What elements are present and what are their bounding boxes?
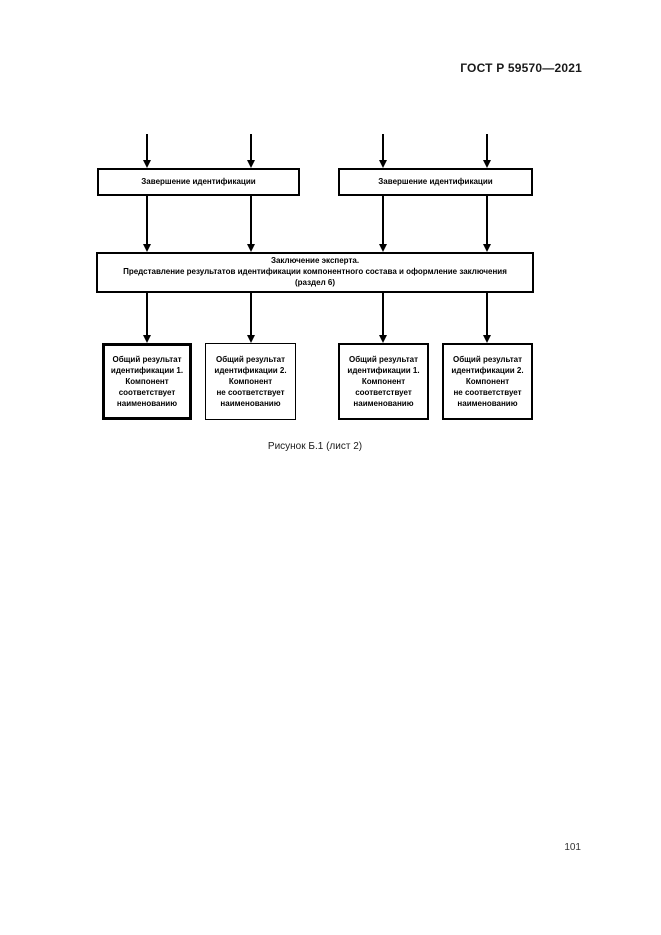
arrow-down-icon (486, 196, 488, 244)
flow-box-completion-left: Завершение идентификации (97, 168, 300, 196)
flow-box-label: Завершение идентификации (378, 176, 493, 186)
flow-box-label: Общий результат идентификации 2. Компоне… (214, 354, 287, 409)
flow-box-label: Общий результат идентификации 1. Компоне… (110, 354, 184, 409)
flow-box-result-1: Общий результат идентификации 1. Компоне… (102, 343, 192, 420)
flow-box-result-2: Общий результат идентификации 2. Компоне… (205, 343, 296, 420)
flow-box-result-4: Общий результат идентификации 2. Компоне… (442, 343, 533, 420)
arrow-down-icon (250, 134, 252, 160)
flowchart-figure: Завершение идентификации Завершение иден… (0, 0, 661, 470)
figure-caption: Рисунок Б.1 (лист 2) (267, 441, 363, 452)
flow-box-completion-right: Завершение идентификации (338, 168, 533, 196)
arrow-down-icon (146, 293, 148, 335)
arrow-down-icon (146, 134, 148, 160)
page-number: 101 (564, 842, 581, 853)
arrow-down-icon (250, 196, 252, 244)
flow-box-label: Заключение эксперта. Представление резул… (123, 256, 507, 287)
arrow-down-icon (382, 134, 384, 160)
arrow-down-icon (146, 196, 148, 244)
flow-box-result-3: Общий результат идентификации 1. Компоне… (338, 343, 429, 420)
flow-box-label: Завершение идентификации (141, 176, 256, 186)
arrow-down-icon (486, 134, 488, 160)
standard-number-header: ГОСТ Р 59570—2021 (460, 61, 582, 75)
arrow-down-icon (382, 293, 384, 335)
arrow-down-icon (382, 196, 384, 244)
arrow-down-icon (250, 293, 252, 335)
flow-box-label: Общий результат идентификации 2. Компоне… (451, 354, 524, 409)
arrow-down-icon (486, 293, 488, 335)
flow-box-label: Общий результат идентификации 1. Компоне… (347, 354, 420, 409)
flow-box-expert-conclusion: Заключение эксперта. Представление резул… (96, 252, 534, 293)
